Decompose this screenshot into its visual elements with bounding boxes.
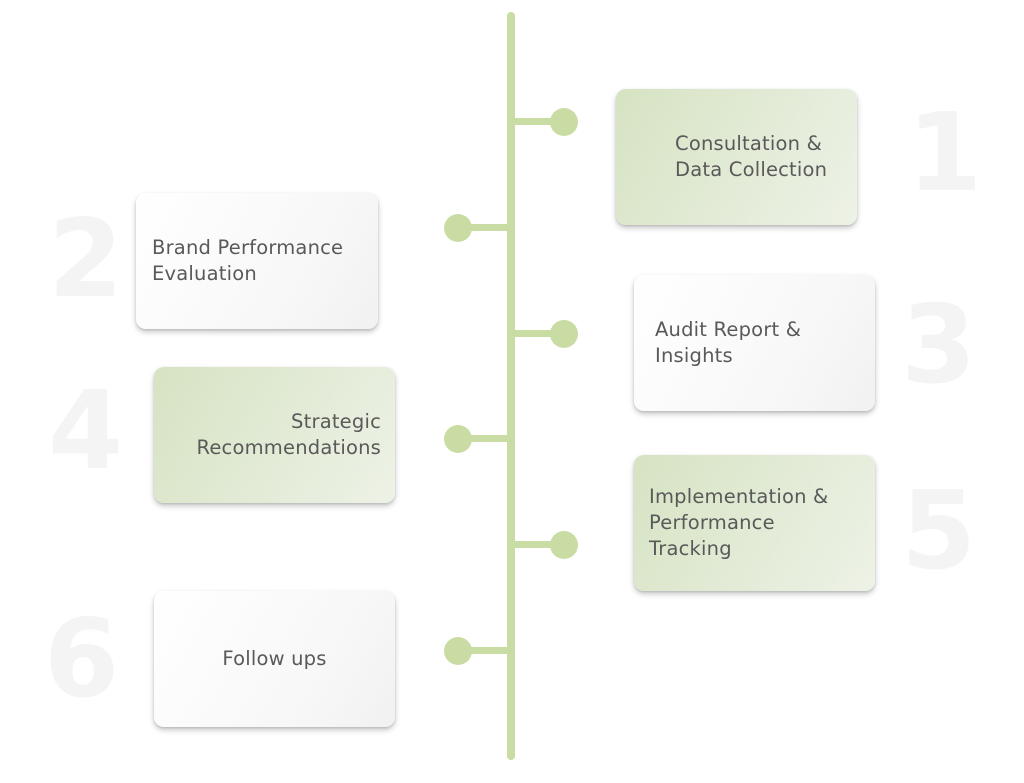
connector-4	[466, 435, 511, 442]
timeline-dot-6	[444, 637, 472, 665]
step-number-2: 2	[48, 197, 124, 322]
timeline-spine	[507, 12, 515, 760]
step-number-5: 5	[901, 469, 977, 594]
timeline-dot-3	[550, 320, 578, 348]
connector-6	[466, 647, 511, 654]
step-card-3: Audit Report & Insights	[634, 275, 875, 411]
timeline-dot-5	[550, 531, 578, 559]
step-label-5: Implementation & Performance Tracking	[649, 485, 829, 560]
step-label-1: Consultation & Data Collection	[675, 132, 828, 181]
step-card-1: Consultation & Data Collection	[616, 89, 857, 225]
step-card-4: Strategic Recommendations	[154, 367, 395, 503]
timeline-dot-1	[550, 108, 578, 136]
timeline-dot-2	[444, 214, 472, 242]
step-card-6: Follow ups	[154, 591, 395, 727]
connector-3	[511, 330, 555, 337]
step-number-4: 4	[48, 369, 124, 494]
step-label-3: Audit Report & Insights	[655, 318, 802, 367]
step-label-2: Brand Performance Evaluation	[152, 236, 344, 285]
step-label-4: Strategic Recommendations	[196, 410, 381, 459]
step-label-6: Follow ups	[222, 647, 327, 670]
connector-2	[466, 224, 511, 231]
timeline-dot-4	[444, 425, 472, 453]
step-card-2: Brand Performance Evaluation	[136, 193, 378, 329]
step-card-5: Implementation & Performance Tracking	[634, 455, 875, 591]
connector-1	[511, 118, 555, 125]
connector-5	[511, 541, 555, 548]
step-number-1: 1	[907, 91, 983, 216]
step-number-6: 6	[44, 597, 120, 722]
step-number-3: 3	[901, 283, 977, 408]
